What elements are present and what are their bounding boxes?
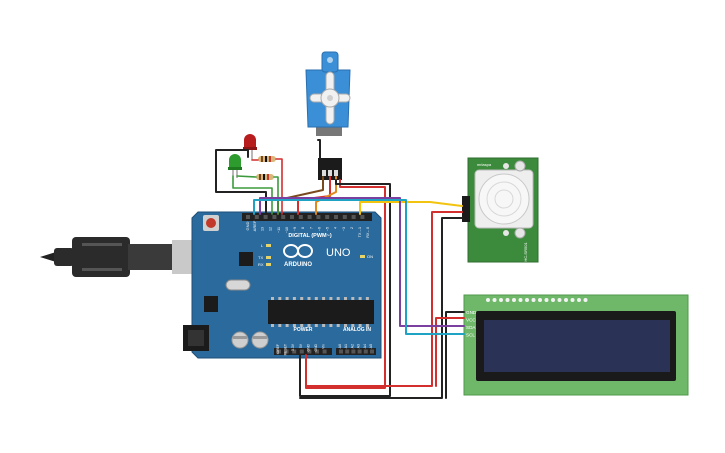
power-pin-label: 5V (299, 343, 303, 348)
red-led-wire (251, 158, 283, 215)
digital-pin-label: 7 (309, 227, 313, 229)
lcd-pin-label: SDA (466, 325, 476, 330)
digital-pin-label: 13 (261, 227, 265, 231)
servo-vcc-wire (305, 179, 386, 389)
on-label: ON (367, 254, 373, 259)
tx-label: TX (258, 255, 263, 260)
power-pin-label: 3.3V (291, 343, 295, 351)
analog-pin-label: A2 (350, 344, 354, 348)
digital-pin-label: 8 (301, 227, 305, 229)
lcd-gnd-wire (445, 311, 465, 399)
analog-header (336, 348, 376, 355)
power-header-label: POWER (294, 327, 313, 333)
green-led (228, 154, 242, 178)
pir-label-top: mrlaspa (477, 162, 492, 167)
arduino-model: UNO (326, 247, 351, 259)
analog-pin-label: A4 (363, 344, 367, 348)
pir-label-bottom: HC-SR501 (523, 242, 528, 262)
microcontroller-chip (268, 300, 374, 324)
red-led (243, 134, 257, 160)
analog-pin-label: A1 (344, 344, 348, 348)
lcd-vcc-wire (435, 317, 465, 387)
digital-pin-label: ~11 (277, 227, 281, 233)
gnd-label: GND (245, 221, 250, 230)
arduino-logo: ARDUINO UNO (283, 244, 351, 268)
analog-header-label: ANALOG IN (343, 327, 371, 333)
resistor-1 (258, 156, 276, 162)
rx-label: RX (258, 262, 264, 267)
aref-label: AREF (252, 220, 257, 231)
analog-pin-label: A5 (369, 344, 373, 348)
digital-pin-label: 12 (269, 227, 273, 231)
lcd-display: GND VCC SDA SCL (463, 294, 689, 396)
digital-header-label: DIGITAL (PWM~) (288, 233, 332, 239)
led-gnd-wire (215, 149, 267, 215)
digital-pin-label: 4 (334, 227, 338, 229)
lcd-sda-wire (259, 197, 465, 327)
lcd-scl-wire (253, 199, 465, 335)
green-led-wire (236, 175, 279, 215)
power-pin-label: GND (306, 343, 310, 351)
digital-pin-label: ~3 (342, 227, 346, 231)
resistor-2 (256, 174, 274, 180)
digital-pin-label: ~9 (293, 227, 297, 231)
power-pin-label: GND (314, 343, 318, 351)
digital-pin-label: ~5 (326, 227, 330, 231)
digital-header (242, 213, 372, 221)
digital-pin-label: TX→1 (358, 227, 362, 237)
pir-gnd-wire (299, 217, 463, 399)
lcd-pin-label: VCC (466, 318, 476, 323)
lcd-pin-label: SCL (466, 333, 475, 338)
usb-cable (40, 237, 208, 277)
l-label: L (261, 243, 264, 248)
servo-motor (305, 51, 351, 180)
arduino-brand: ARDUINO (284, 262, 312, 268)
arduino-board: 13 12 ~11 ~10 ~9 8 7 ~6 ~5 4 ~3 2 TX→1 RX←0 DIGITAL (… (183, 211, 382, 359)
power-pin-label: Vin (322, 344, 326, 349)
lcd-pin-label: GND (466, 310, 477, 315)
wires (215, 139, 465, 399)
pir-sensor: mrlaspa HC-SR501 (462, 157, 539, 263)
digital-pin-label: 2 (350, 227, 354, 229)
pir-vcc-wire (305, 211, 463, 387)
digital-pin-label: ~6 (317, 227, 321, 231)
digital-pin-label: RX←0 (366, 227, 370, 238)
servo-gnd-wire (317, 139, 321, 159)
digital-pin-label: ~10 (285, 227, 289, 233)
power-pin-label: RESET (284, 344, 288, 355)
power-pin-label: IOREF (276, 344, 280, 354)
servo-black-wire (299, 179, 391, 397)
pir-signal-wire (359, 201, 463, 215)
analog-pin-label: A3 (357, 344, 361, 348)
analog-pin-label: A0 (338, 344, 342, 348)
